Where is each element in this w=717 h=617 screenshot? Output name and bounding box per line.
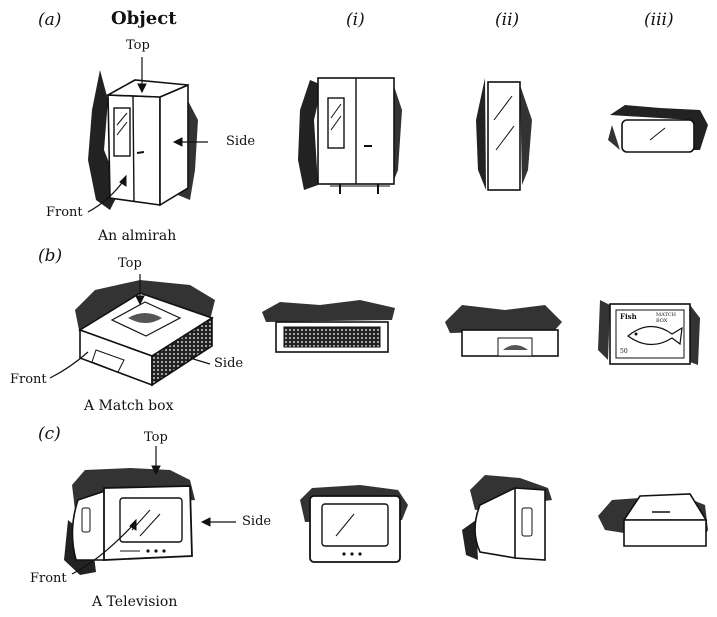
almirah-arrows xyxy=(87,57,208,213)
television-front-label: Front xyxy=(30,571,67,586)
matchbox-side-label: Side xyxy=(214,356,244,371)
television-caption: A Television xyxy=(92,594,178,610)
television-object xyxy=(64,468,195,575)
almirah-side-view xyxy=(476,78,532,191)
row-a-label: (a) xyxy=(38,10,62,30)
row-c-label: (c) xyxy=(38,424,61,444)
matchbox-top-label: Top xyxy=(118,256,142,271)
television-top-label: Top xyxy=(144,430,168,445)
almirah-front-label: Front xyxy=(46,205,83,220)
matchbox-front-view xyxy=(262,300,395,353)
matchbox-print-fish: Fish xyxy=(620,312,637,321)
matchbox-object xyxy=(75,280,215,387)
matchbox-front-label: Front xyxy=(10,372,47,387)
almirah-top-label: Top xyxy=(126,38,150,53)
matchbox-print-price: 50 xyxy=(620,348,628,355)
television-top-view xyxy=(598,493,708,547)
almirah-object xyxy=(88,70,198,210)
matchbox-arrows xyxy=(49,274,211,379)
view-ii-header: (ii) xyxy=(495,10,520,30)
almirah-top-view xyxy=(608,105,708,153)
row-b-label: (b) xyxy=(38,246,63,266)
television-front-view xyxy=(300,485,408,563)
almirah-caption: An almirah xyxy=(98,228,177,244)
view-iii-header: (iii) xyxy=(644,10,674,30)
television-side-label: Side xyxy=(242,514,272,529)
television-side-view xyxy=(462,475,552,561)
matchbox-print-brand: MATCH BOX xyxy=(656,312,676,324)
view-i-header: (i) xyxy=(346,10,365,30)
matchbox-top-view xyxy=(598,300,700,365)
matchbox-caption: A Match box xyxy=(84,398,174,414)
almirah-side-label: Side xyxy=(226,134,256,149)
television-arrows xyxy=(71,446,236,575)
almirah-front-view xyxy=(298,77,402,194)
matchbox-side-view xyxy=(445,305,562,357)
object-column-title: Object xyxy=(111,8,177,29)
